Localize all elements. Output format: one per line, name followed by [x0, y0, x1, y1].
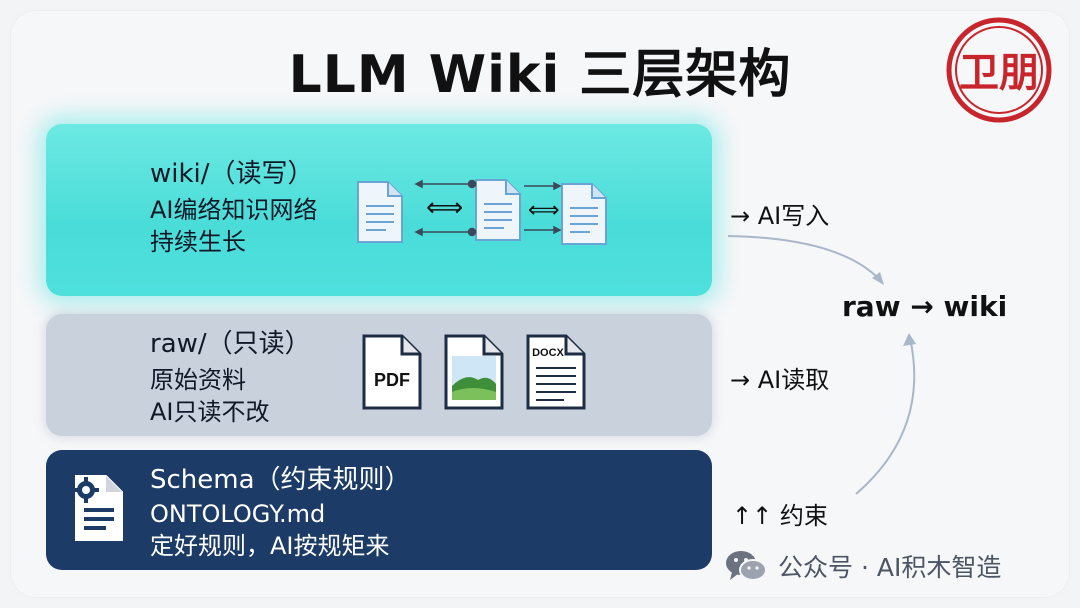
- image-file-icon: [444, 334, 504, 410]
- page-title: LLM Wiki 三层架构: [288, 45, 792, 105]
- schema-layer-name: Schema（约束规则）: [150, 465, 411, 495]
- double-arrow-icon: ⟺: [528, 198, 560, 223]
- raw-read-label: → AI读取: [730, 366, 830, 394]
- raw-layer: raw/（只读） 原始资料 AI只读不改 PDF DOCX: [46, 314, 712, 436]
- pdf-file-icon: PDF: [362, 334, 422, 410]
- raw-files-graphic: PDF DOCX: [362, 334, 586, 410]
- schema-layer-line2: 定好规则，AI按规矩来: [150, 532, 390, 560]
- link-arrows-icon: [414, 179, 562, 237]
- watermark: 公众号 · AI积木智造: [724, 546, 1001, 586]
- seal-text: 卫朋: [959, 49, 1039, 96]
- docx-file-icon: DOCX: [526, 334, 586, 410]
- schema-layer: Schema（约束规则） ONTOLOGY.md 定好规则，AI按规矩来: [46, 450, 712, 570]
- wiki-layer-line2: 持续生长: [150, 228, 246, 256]
- raw-layer-line2: AI只读不改: [150, 398, 270, 426]
- seal-stamp: 卫朋: [944, 15, 1054, 125]
- flow-label: raw → wiki: [842, 290, 1008, 323]
- watermark-text: 公众号 · AI积木智造: [778, 553, 1002, 582]
- wiki-layer-line1: AI编络知识网络: [150, 196, 318, 224]
- wiki-network-graphic: ⟺ ⟺: [357, 179, 607, 245]
- docx-label: DOCX: [532, 347, 564, 359]
- double-arrow-icon: ⟺: [426, 193, 463, 223]
- curve-arrow-top: [727, 235, 881, 281]
- document-gear-icon: [73, 475, 123, 541]
- wiki-layer-name: wiki/（读写）: [150, 159, 314, 189]
- pdf-label: PDF: [374, 370, 410, 390]
- wechat-icon: [726, 551, 767, 581]
- arrowhead-icon: [903, 333, 916, 346]
- raw-layer-line1: 原始资料: [150, 366, 246, 394]
- raw-layer-name: raw/（只读）: [150, 329, 311, 359]
- arrowhead-icon: [872, 272, 884, 285]
- curve-arrow-bottom: [855, 337, 916, 495]
- wiki-write-label: → AI写入: [730, 202, 830, 230]
- wiki-layer: wiki/（读写） AI编络知识网络 持续生长: [46, 124, 712, 296]
- schema-layer-line1: ONTOLOGY.md: [150, 500, 326, 528]
- schema-constraint-label: ↑↑ 约束: [732, 502, 828, 530]
